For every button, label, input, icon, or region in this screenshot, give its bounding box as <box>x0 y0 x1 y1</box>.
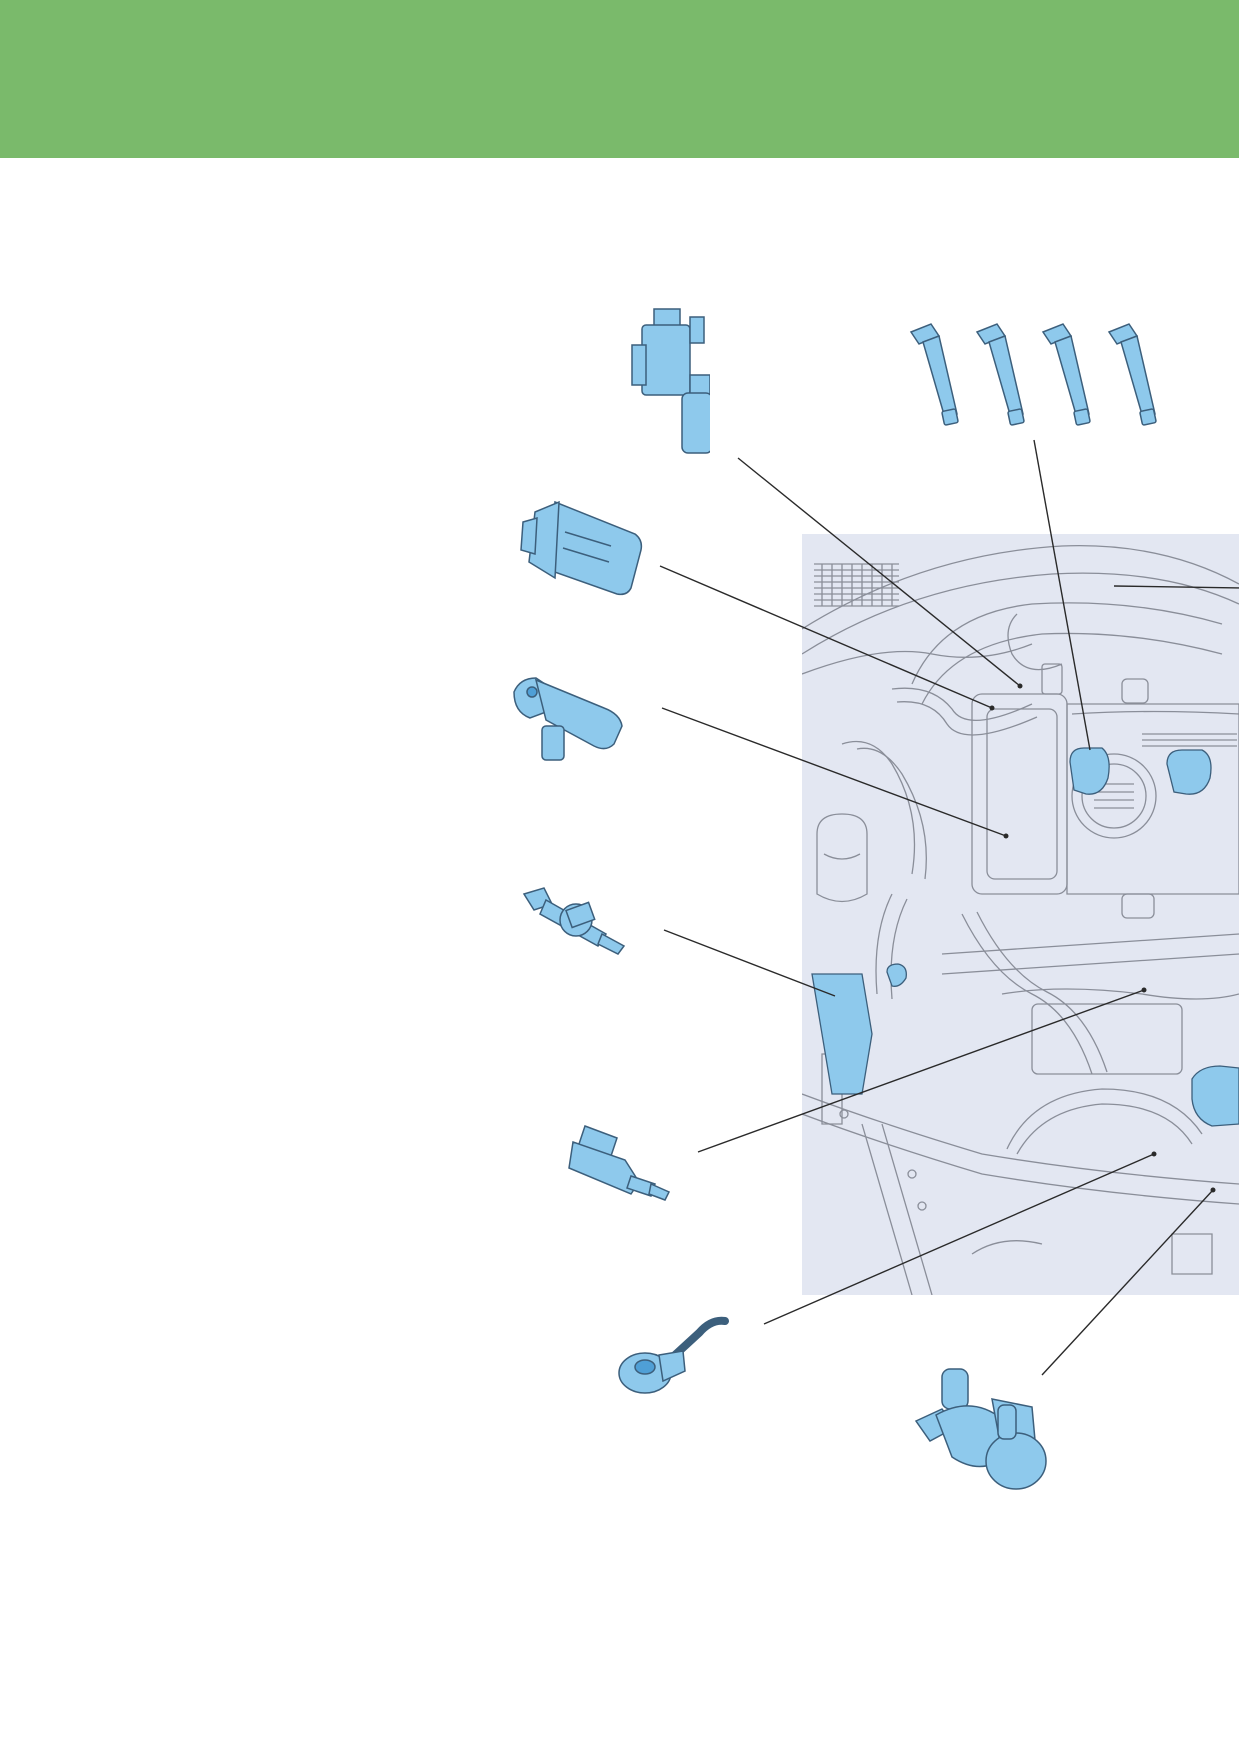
hall-sensor-icon <box>513 677 623 761</box>
leader-ignition-coils <box>1033 439 1091 751</box>
coolant-pump-icon <box>914 1368 1047 1490</box>
leader-knock-sensor <box>763 1153 1155 1325</box>
ignition-coils-group <box>909 323 1157 426</box>
ignition-coil-icon <box>1107 323 1157 426</box>
pressure-sender-icon <box>568 1125 671 1201</box>
engine-illustration <box>802 534 1239 1295</box>
leader-dot <box>1210 1187 1216 1193</box>
leader-pressure-sender <box>697 989 1145 1153</box>
leader-dot <box>1017 683 1023 689</box>
engine-bay-drawing <box>802 534 1239 1295</box>
leader-dot <box>989 705 995 711</box>
water-pump-location <box>1191 1065 1239 1127</box>
coil-connector-2 <box>1166 749 1212 795</box>
leader-coolant-pump <box>1041 1189 1214 1376</box>
leader-right-edge <box>1113 585 1239 589</box>
coolant-reservoir-highlight <box>811 973 873 1095</box>
leader-purge-valve <box>663 929 836 997</box>
coil-connector-1 <box>1069 747 1110 795</box>
leader-dot <box>1141 987 1147 993</box>
leader-actuator <box>659 565 993 709</box>
leader-hall-sensor <box>661 707 1007 837</box>
leader-dot <box>1003 833 1009 839</box>
purge-valve-icon <box>522 887 626 955</box>
leader-solenoid-valve <box>737 457 1021 687</box>
header-band <box>0 0 1239 158</box>
solenoid-valve-icon <box>631 308 710 454</box>
leader-dot <box>1151 1151 1157 1157</box>
ignition-coil-icon <box>909 323 959 426</box>
ignition-coil-icon <box>1041 323 1091 426</box>
knock-sensor-icon <box>618 1316 729 1394</box>
reservoir-cap-highlight <box>886 963 907 987</box>
ignition-coil-icon <box>975 323 1025 426</box>
vent-grille <box>814 563 899 607</box>
actuator-motor-icon <box>520 500 643 596</box>
